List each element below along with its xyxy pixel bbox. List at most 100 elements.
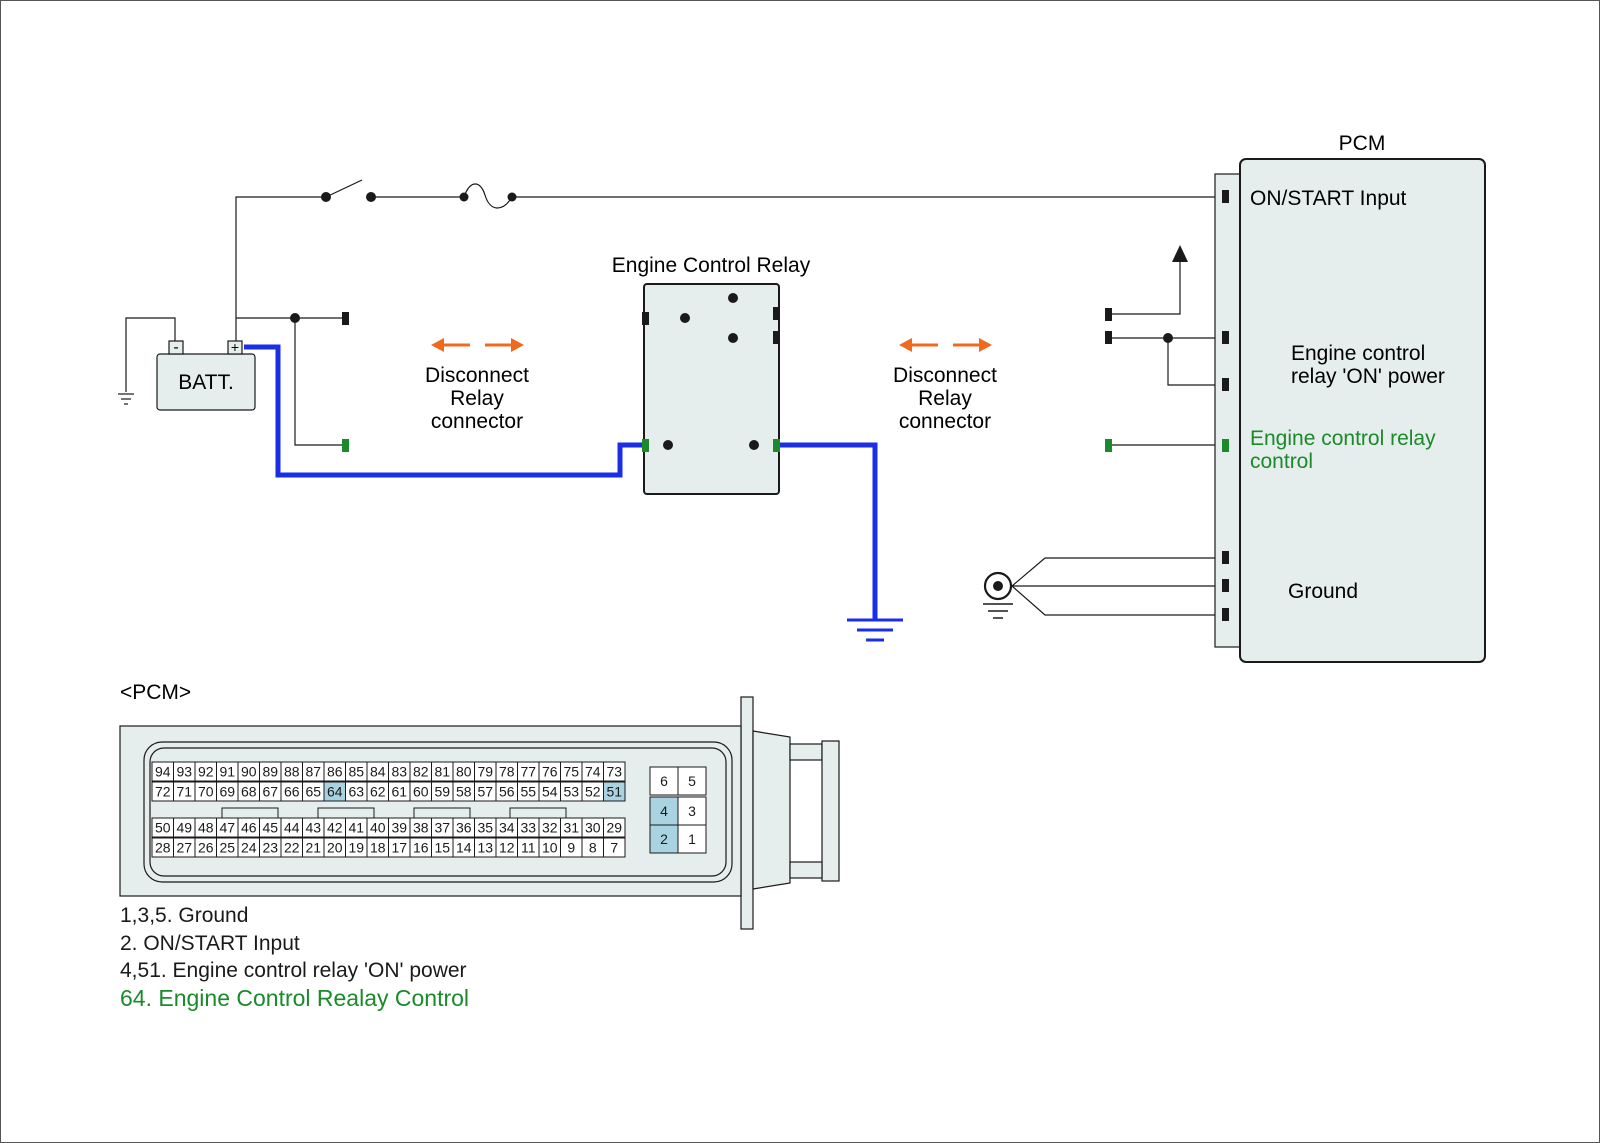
pin-41: 41 (348, 820, 364, 836)
pin-cell (649, 824, 679, 854)
pin-51: 51 (606, 784, 622, 800)
pin-4: 4 (660, 803, 668, 819)
pcm-pin-relay-on-power-2: relay 'ON' power (1291, 365, 1445, 388)
pin-86: 86 (327, 764, 343, 780)
pin-cell (603, 761, 626, 782)
pin-64: 64 (327, 784, 343, 800)
pin-78: 78 (499, 764, 515, 780)
pin-12: 12 (499, 840, 515, 856)
pin-83: 83 (391, 764, 407, 780)
pin-10: 10 (542, 840, 558, 856)
pin-88: 88 (284, 764, 300, 780)
battery-neg-label: - (173, 339, 178, 356)
pin-80: 80 (456, 764, 472, 780)
pin-32: 32 (542, 820, 558, 836)
connector-pins-green (342, 439, 1229, 452)
pin-79: 79 (477, 764, 493, 780)
pin-63: 63 (348, 784, 364, 800)
pin-cell (649, 766, 679, 796)
pin-50: 50 (155, 820, 171, 836)
pin-30: 30 (585, 820, 601, 836)
pin-26: 26 (198, 840, 214, 856)
pin-49: 49 (176, 820, 192, 836)
connector-pins-black (342, 190, 1229, 621)
pin-84: 84 (370, 764, 386, 780)
legend-relay-on-power: 4,51. Engine control relay 'ON' power (120, 959, 467, 982)
pin-60: 60 (413, 784, 429, 800)
pin-15: 15 (434, 840, 450, 856)
pin-66: 66 (284, 784, 300, 800)
pin-27: 27 (176, 840, 192, 856)
pin-35: 35 (477, 820, 493, 836)
pin-46: 46 (241, 820, 257, 836)
pin-34: 34 (499, 820, 515, 836)
legend-relay-control: 64. Engine Control Realay Control (120, 984, 470, 1011)
pin-cell (677, 796, 707, 826)
pin-85: 85 (348, 764, 364, 780)
pin-53: 53 (563, 784, 579, 800)
pin-8: 8 (589, 840, 597, 856)
pin-65: 65 (305, 784, 321, 800)
pin-22: 22 (284, 840, 300, 856)
pin-58: 58 (456, 784, 472, 800)
pin-37: 37 (434, 820, 450, 836)
pin-3: 3 (688, 803, 696, 819)
pin-82: 82 (413, 764, 429, 780)
pin-47: 47 (219, 820, 235, 836)
pcm-module: PCM ON/START Input Engine control relay … (1214, 132, 1486, 663)
connector-label: <PCM> (120, 681, 191, 704)
pin-6: 6 (660, 773, 668, 789)
battery-ground-icon (118, 393, 134, 405)
battery: - + BATT. (156, 339, 256, 411)
pin-39: 39 (391, 820, 407, 836)
pcm-pin-on-start: ON/START Input (1250, 187, 1407, 210)
pin-23: 23 (262, 840, 278, 856)
pin-54: 54 (542, 784, 558, 800)
pin-14: 14 (456, 840, 472, 856)
pin-42: 42 (327, 820, 343, 836)
pin-89: 89 (262, 764, 278, 780)
pin-13: 13 (477, 840, 493, 856)
pin-21: 21 (305, 840, 321, 856)
disconnect-arrows-left (431, 338, 524, 352)
pin-76: 76 (542, 764, 558, 780)
pin-67: 67 (262, 784, 278, 800)
engine-control-relay: Engine Control Relay (612, 254, 811, 495)
pin-5: 5 (688, 773, 696, 789)
up-arrow-icon (1172, 245, 1188, 262)
pin-11: 11 (521, 840, 536, 856)
pin-33: 33 (520, 820, 536, 836)
relay-title: Engine Control Relay (612, 254, 811, 277)
pcm-pin-relay-on-power-1: Engine control (1291, 342, 1425, 365)
pin-57: 57 (477, 784, 493, 800)
pin-9: 9 (567, 840, 575, 856)
pin-1: 1 (688, 831, 696, 847)
pin-44: 44 (284, 820, 300, 836)
pin-40: 40 (370, 820, 386, 836)
pin-24: 24 (241, 840, 257, 856)
pin-48: 48 (198, 820, 214, 836)
pcm-pin-relay-control-1: Engine control relay (1250, 427, 1436, 450)
pin-81: 81 (434, 764, 450, 780)
pin-cell (677, 824, 707, 854)
pin-87: 87 (305, 764, 321, 780)
pin-2: 2 (660, 831, 668, 847)
pin-cell (603, 781, 626, 802)
disconnect-right-line3: connector (899, 410, 991, 433)
pin-73: 73 (606, 764, 622, 780)
pin-61: 61 (391, 784, 407, 800)
disconnect-right-line2: Relay (918, 387, 972, 410)
pin-59: 59 (434, 784, 450, 800)
pin-20: 20 (327, 840, 343, 856)
pin-36: 36 (456, 820, 472, 836)
chassis-ground-icon (983, 571, 1013, 619)
pin-legend: 1,3,5. Ground 2. ON/START Input 4,51. En… (120, 902, 469, 1012)
battery-pos-terminal (227, 340, 243, 355)
pin-71: 71 (176, 784, 192, 800)
pcm-title: PCM (1339, 132, 1386, 155)
highlight-wires (244, 344, 878, 620)
pin-16: 16 (413, 840, 429, 856)
